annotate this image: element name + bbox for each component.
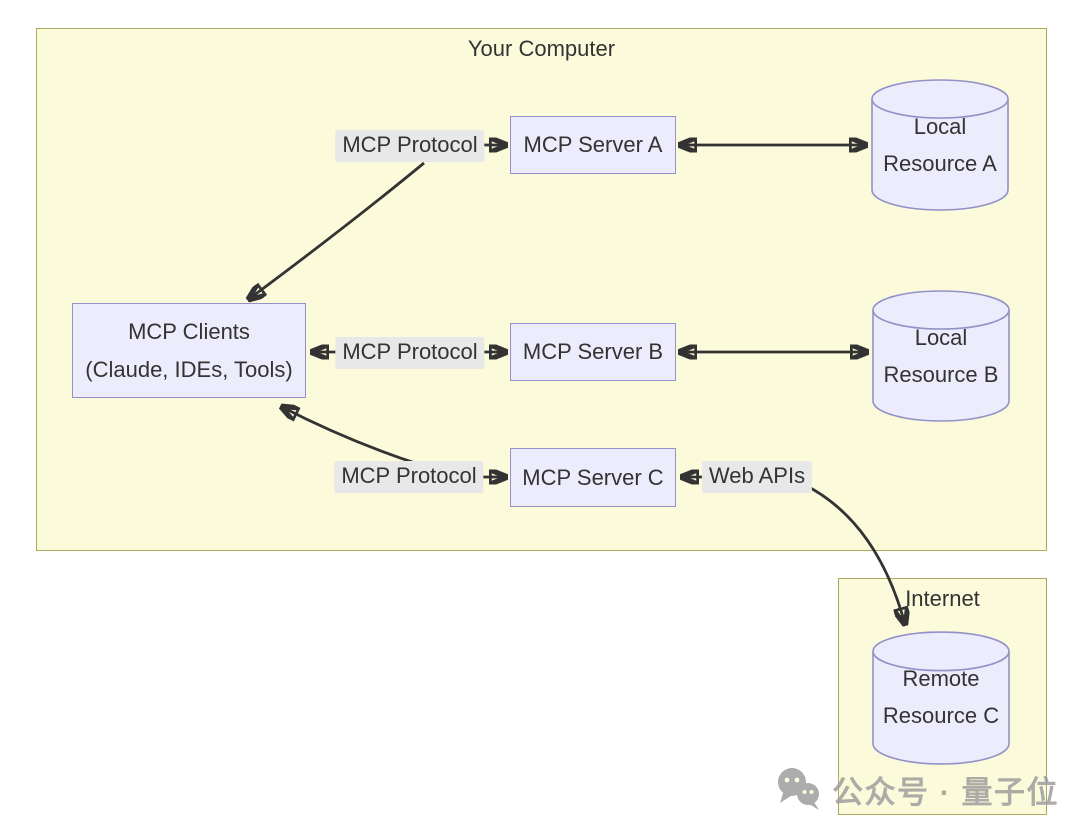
mcp-server-a-label: MCP Server A	[523, 132, 663, 157]
your-computer-title: Your Computer	[467, 36, 616, 61]
edge-label-web-apis: Web APIs	[701, 461, 813, 493]
node-mcp-server-b: MCP Server B	[510, 323, 676, 381]
edge-label-mcp-protocol-b: MCP Protocol	[335, 337, 485, 369]
node-mcp-server-a: MCP Server A	[510, 116, 676, 174]
edge-label-mcp-protocol-a: MCP Protocol	[335, 130, 485, 162]
remote-resource-c-label: Remote Resource C	[882, 666, 1000, 728]
mcp-server-b-label: MCP Server B	[522, 339, 664, 364]
local-resource-a-label: Local Resource A	[883, 114, 997, 176]
mcp-clients-subtitle: (Claude, IDEs, Tools)	[85, 356, 293, 382]
node-local-resource-a: Local Resource A	[870, 78, 1010, 212]
wechat-icon	[778, 768, 819, 810]
database-cylinder-icon	[872, 290, 1010, 422]
database-cylinder-icon	[872, 631, 1010, 765]
mcp-server-c-label: MCP Server C	[522, 464, 664, 490]
node-remote-resource-c: Remote Resource C	[871, 630, 1011, 766]
watermark-text: 公众号 · 量子位	[832, 774, 1060, 810]
local-resource-b-label: Local Resource B	[883, 325, 999, 387]
node-local-resource-b: Local Resource B	[871, 289, 1011, 423]
database-cylinder-icon	[871, 79, 1009, 211]
mcp-clients-title: MCP Clients	[128, 318, 250, 344]
node-mcp-server-c: MCP Server C	[510, 448, 676, 507]
internet-title: Internet	[905, 586, 980, 611]
edge-label-mcp-protocol-c: MCP Protocol	[334, 461, 484, 493]
watermark: 公众号 · 量子位	[774, 766, 1059, 812]
node-mcp-clients: MCP Clients (Claude, IDEs, Tools)	[72, 303, 306, 398]
